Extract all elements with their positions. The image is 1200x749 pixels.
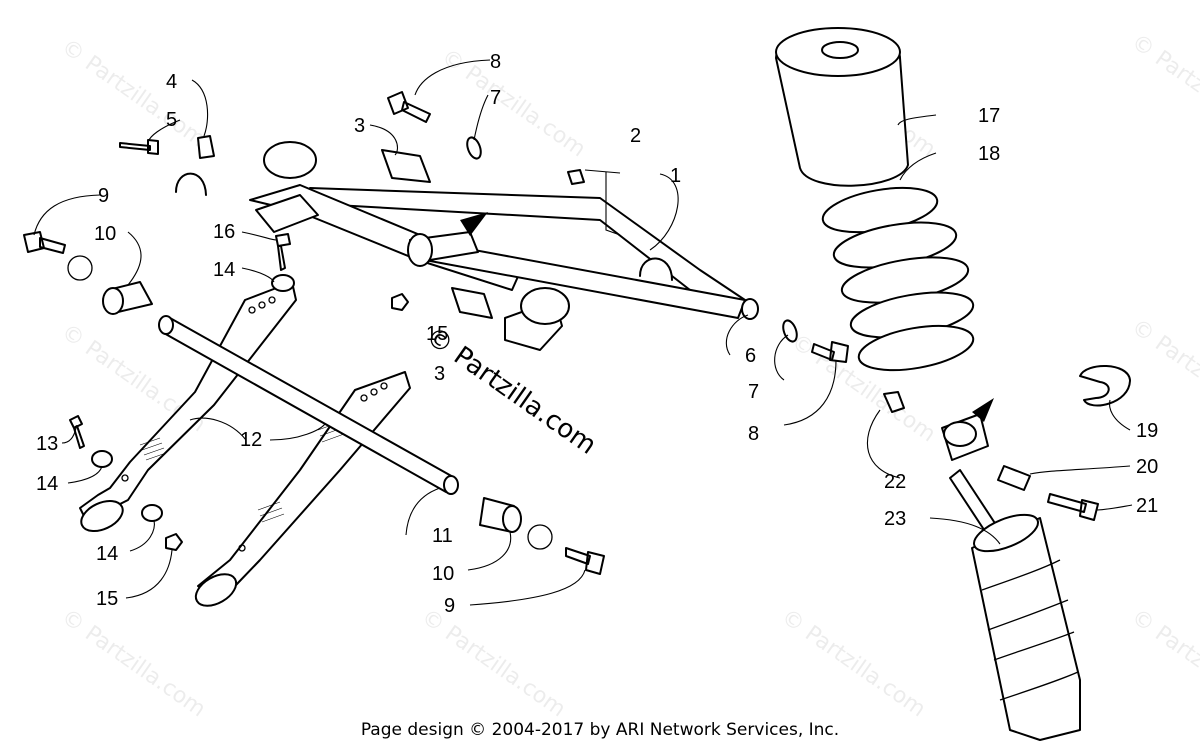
callout-9-right: 9 xyxy=(444,595,455,617)
callout-12: 12 xyxy=(240,429,262,451)
shock-boot-hole xyxy=(821,41,859,59)
callout-19: 19 xyxy=(1136,420,1158,442)
faint-watermark: © Partzilla.com xyxy=(1127,604,1200,722)
shock-body-top xyxy=(973,513,1039,553)
a-arm-bracket-left xyxy=(255,194,319,233)
bolt-16 xyxy=(275,233,291,271)
strap-right-eye xyxy=(194,573,238,607)
cross-tube-end xyxy=(443,475,459,495)
callout-3-top: 3 xyxy=(354,115,365,137)
callout-10-right: 10 xyxy=(432,563,454,585)
faint-watermark: © Partzilla.com xyxy=(1127,29,1200,147)
shock-absorber-assembly xyxy=(775,27,1131,741)
rear-a-arm-assembly xyxy=(119,91,849,363)
callout-14-top: 14 xyxy=(213,259,235,281)
callout-15-bottom: 15 xyxy=(96,588,118,610)
callout-8-bottom: 8 xyxy=(748,423,759,445)
callout-13: 13 xyxy=(36,433,58,455)
callout-3-bottom: 3 xyxy=(434,363,445,385)
a-arm-pivot-cup-right xyxy=(520,287,570,325)
clip-4 xyxy=(197,135,215,159)
rivet-5 xyxy=(119,139,159,155)
callout-14-bottom: 14 xyxy=(96,543,118,565)
bushing-left-face xyxy=(102,287,124,315)
callout-17: 17 xyxy=(978,105,1000,127)
callout-7-bottom: 7 xyxy=(748,381,759,403)
shock-eye-face xyxy=(943,421,977,447)
callout-6: 6 xyxy=(745,345,756,367)
faint-watermark: © Partzilla.com xyxy=(437,44,590,162)
washer-7-bottom xyxy=(782,319,798,343)
mount-arrow-right xyxy=(972,398,994,422)
bolt-21 xyxy=(1047,493,1099,521)
washer-left xyxy=(67,255,93,281)
bolt-8-top xyxy=(387,91,431,123)
washer-14-c xyxy=(271,274,295,292)
callout-11: 11 xyxy=(432,525,453,547)
bolt-8-bottom xyxy=(811,341,849,363)
callout-9-left: 9 xyxy=(98,185,109,207)
shock-body xyxy=(971,517,1081,741)
a-arm-loop-left xyxy=(175,172,207,196)
callout-10-left: 10 xyxy=(94,223,116,245)
callout-8-top: 8 xyxy=(490,51,501,73)
strap-left xyxy=(79,281,297,521)
pad-3-a xyxy=(381,149,431,183)
strap-holes xyxy=(121,296,388,552)
mount-arrow-left xyxy=(460,212,488,236)
callout-7-top: 7 xyxy=(490,87,501,109)
grease-fitting-2 xyxy=(567,169,585,185)
bolt-right-9 xyxy=(565,547,605,575)
shock-body-rings xyxy=(981,559,1079,701)
callout-22: 22 xyxy=(884,471,906,493)
a-arm-loop-right xyxy=(639,257,673,281)
shock-spring xyxy=(821,186,975,372)
bushing-right-face xyxy=(502,505,522,533)
callout-2: 2 xyxy=(630,125,641,147)
page-footer: Page design © 2004-2017 by ARI Network S… xyxy=(360,720,840,740)
washer-14-a xyxy=(91,450,113,468)
faint-watermark: © Partzilla.com xyxy=(57,604,210,722)
callout-18: 18 xyxy=(978,143,1000,165)
bolt-left-9 xyxy=(23,231,66,254)
nut-15-b xyxy=(391,293,409,311)
cross-tube-end xyxy=(158,315,174,335)
bushing-22 xyxy=(883,391,905,413)
collar-19 xyxy=(1079,364,1131,407)
callout-20: 20 xyxy=(1136,456,1158,478)
callout-21: 21 xyxy=(1136,495,1158,517)
callout-5: 5 xyxy=(166,109,177,131)
callout-15-center: 15 xyxy=(426,323,448,345)
a-arm-pivot-end xyxy=(741,298,759,320)
callout-14-left: 14 xyxy=(36,473,58,495)
callout-4: 4 xyxy=(166,71,177,93)
callout-numbers: 2 1 3 4 5 8 7 6 7 8 9 10 16 14 15 3 12 1… xyxy=(36,51,1158,617)
callout-23: 23 xyxy=(884,508,906,530)
strap-hatching xyxy=(139,421,345,523)
rear-arm-strap-assembly xyxy=(23,231,605,607)
washer-7-top xyxy=(466,136,482,160)
callout-1: 1 xyxy=(670,165,681,187)
a-arm-pivot-cup-left xyxy=(263,141,317,179)
washer-right xyxy=(527,524,553,550)
faint-watermark: © Partzilla.com xyxy=(417,604,570,722)
callout-16: 16 xyxy=(213,221,235,243)
faint-watermark: © Partzilla.com xyxy=(777,604,930,722)
a-arm-collar xyxy=(407,233,433,267)
strap-left-eye xyxy=(80,499,124,533)
faint-watermark: © Partzilla.com xyxy=(1127,314,1200,432)
sleeve-20 xyxy=(997,465,1031,491)
pad-3-b xyxy=(451,287,493,319)
nut-15-a xyxy=(165,533,183,551)
washer-14-b xyxy=(141,504,163,522)
leader-lines xyxy=(33,59,1133,606)
bolt-13 xyxy=(69,415,85,449)
faint-watermark: © Partzilla.com xyxy=(57,34,210,152)
